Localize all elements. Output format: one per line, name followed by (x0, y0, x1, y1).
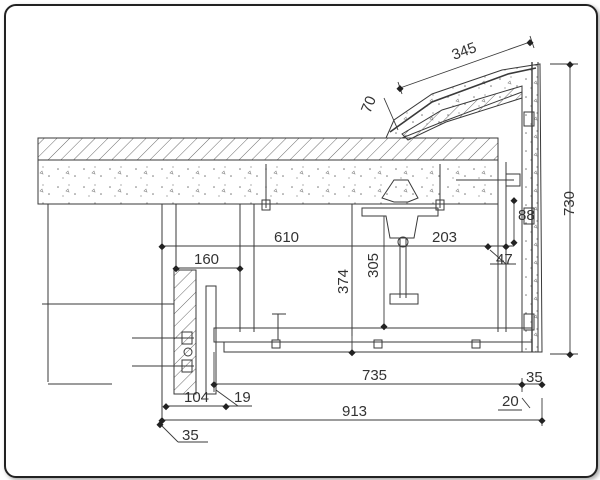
dim-47: 47 (496, 251, 513, 268)
anchor-bolts (261, 164, 521, 211)
steel-bracket (351, 179, 439, 305)
dim-913: 913 (342, 403, 367, 420)
section-drawing: 345 70 730 610 203 88 160 374 305 47 735… (37, 35, 578, 444)
slab-hatched-layer (37, 137, 499, 161)
dim-305: 305 (365, 253, 382, 278)
ceiling-fasteners (271, 111, 535, 349)
dim-160: 160 (194, 251, 219, 268)
dim-88: 88 (518, 207, 535, 224)
wall-post (132, 269, 217, 395)
dim-203: 203 (432, 229, 457, 246)
dimension-ticks (156, 39, 574, 429)
dim-35-right: 35 (526, 369, 543, 386)
dim-20: 20 (502, 393, 519, 410)
dim-19: 19 (234, 389, 251, 406)
dim-104: 104 (184, 389, 209, 406)
dim-730: 730 (561, 191, 578, 216)
dim-610: 610 (274, 229, 299, 246)
dim-70: 70 (358, 94, 380, 116)
parapet-inner-hatch (401, 85, 523, 141)
dim-345: 345 (450, 39, 479, 64)
slab-concrete (37, 159, 499, 205)
dim-35-left: 35 (182, 427, 199, 444)
ceiling-panel (213, 327, 533, 343)
dim-735: 735 (362, 367, 387, 384)
parapet-cladding (389, 67, 537, 133)
drawing-frame: 345 70 730 610 203 88 160 374 305 47 735… (4, 4, 598, 478)
dim-374: 374 (335, 269, 352, 294)
dimension-lines (42, 35, 578, 443)
